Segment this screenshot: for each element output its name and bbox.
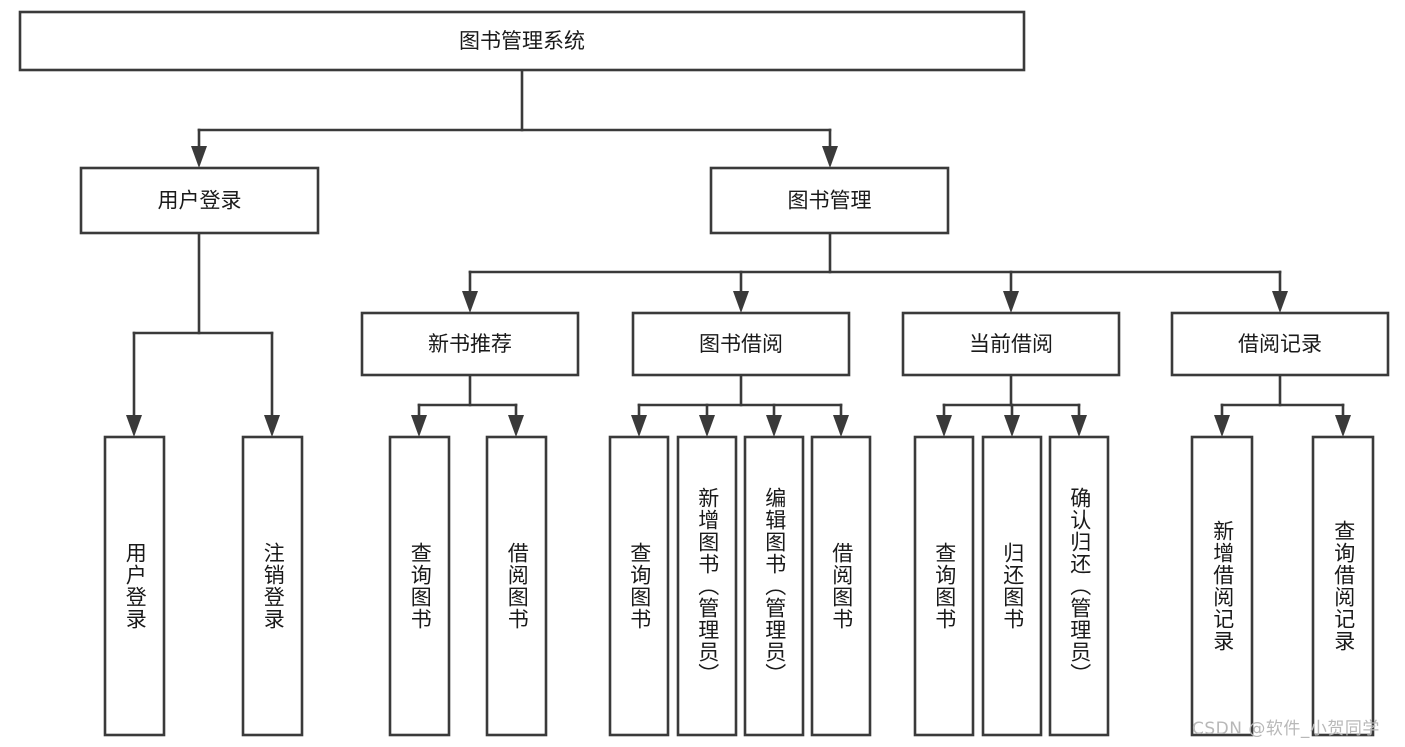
arrow-head-icon [1004,415,1020,437]
node-leaf-3[interactable] [485,435,548,737]
arrow-head-icon [1335,415,1351,437]
node-leaf-4[interactable] [608,435,670,737]
node-level3-label-3: 借阅记录 [1238,332,1322,356]
node-level3-label-2: 当前借阅 [969,332,1053,356]
arrow-head-icon [833,415,849,437]
node-level2-label-0: 用户登录 [158,189,242,213]
arrow-head-icon [733,291,749,313]
node-level3-2[interactable] [901,311,1121,377]
arrow-head-icon [1071,415,1087,437]
arrow-head-icon [822,146,838,168]
connector-layer [126,68,1351,437]
node-root-label: 图书管理系统 [459,29,585,53]
arrow-head-icon [126,415,142,437]
node-root-图书管理系统[interactable] [18,10,1026,72]
node-leaf-1[interactable] [241,435,304,737]
arrow-head-icon [191,146,207,168]
node-leaf-12[interactable] [1311,435,1375,737]
node-level3-label-0: 新书推荐 [428,332,512,356]
node-leaf-5[interactable] [676,435,738,737]
arrow-head-icon [936,415,952,437]
arrow-head-icon [1003,291,1019,313]
node-level3-3[interactable] [1170,311,1390,377]
node-leaf-0[interactable] [103,435,166,737]
node-leaf-8[interactable] [913,435,975,737]
node-leaf-7[interactable] [810,435,872,737]
csdn-watermark: CSDN @软件_小贺同学 [1192,719,1380,739]
arrow-head-icon [462,291,478,313]
node-level2-1[interactable] [709,166,950,235]
node-leaf-9[interactable] [981,435,1043,737]
arrow-head-icon [411,415,427,437]
arrow-head-icon [1272,291,1288,313]
node-leaf-11[interactable] [1190,435,1254,737]
arrow-head-icon [631,415,647,437]
arrow-head-icon [766,415,782,437]
node-leaf-10[interactable] [1048,435,1110,737]
node-level3-1[interactable] [631,311,851,377]
node-leaf-2[interactable] [388,435,451,737]
node-level2-label-1: 图书管理 [788,189,872,213]
arrow-head-icon [264,415,280,437]
arrow-head-icon [699,415,715,437]
node-level3-0[interactable] [360,311,580,377]
arrow-head-icon [508,415,524,437]
arrow-head-icon [1214,415,1230,437]
node-level2-0[interactable] [79,166,320,235]
node-leaf-6[interactable] [743,435,805,737]
node-level3-label-1: 图书借阅 [699,332,783,356]
